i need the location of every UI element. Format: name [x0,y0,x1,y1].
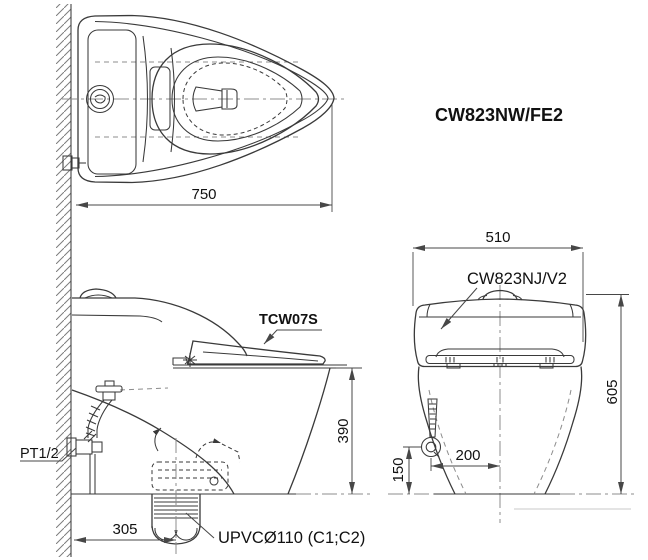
flush-button-top [85,84,115,114]
dimension-305: 305 [74,521,176,543]
dim-750-text: 750 [191,186,216,203]
tank-lid-top [87,29,137,175]
tank-callout: CW823NJ/V2 [440,270,567,330]
tank-leader-arrow [440,287,478,330]
dim-150-text: 150 [390,457,407,482]
inlet-arrow [152,427,162,452]
tank-outline-front [413,298,587,368]
seat-outline [151,43,320,155]
angle-valve-front [420,398,442,458]
seat-hinge-ticks [445,357,555,363]
trap-hidden-detail [151,427,241,491]
dimension-200: 200 [430,447,500,471]
dimension-390: 390 [335,367,362,494]
drain-callout: UPVCØ110 (C1;C2) [185,512,365,547]
dimension-510: 510 [412,229,584,342]
dim-390-text: 390 [335,418,352,443]
water-surface-dashed [182,62,288,136]
trap-bolt [209,476,219,486]
cistern-front [413,289,587,368]
supply-label: PT1/2 [20,446,59,462]
washlet-seat-front [425,348,575,369]
hinge-cross-mark [183,353,197,367]
supply-callout: PT1/2 [20,446,77,462]
tank-inlet-fitting [95,385,123,393]
drain-pipe [151,438,201,554]
washlet-seat-side [172,340,347,369]
bowl-rim [171,56,303,142]
tank-label: CW823NJ/V2 [467,270,567,288]
tank-corner-inner-lines [426,304,574,318]
hose-braid-ticks [85,405,101,437]
seat-callout: TCW07S [259,312,322,345]
drain-leader [185,512,215,539]
seat-label: TCW07S [259,312,318,328]
dim-510-extensions [412,252,584,342]
dim-200-text: 200 [455,447,480,464]
water-supply-side [66,380,123,494]
body-outline [77,14,335,184]
dimension-750: 750 [76,104,333,212]
wall-section [56,4,72,557]
hinge-side-curves [142,35,175,163]
bowl-front-slope [287,367,331,495]
wall-fixing-top [62,155,86,171]
supply-leader [20,447,77,462]
side-view: 305 390 TCW07S PT1/2 UPVCØ110 (C1;C2) [20,288,372,554]
flush-knob-side [79,288,117,299]
tank-bottom-hidden [119,387,169,391]
flush-knob-front [482,289,518,300]
wall-hatch [56,4,71,557]
nozzle [192,86,238,112]
dim-605-text: 605 [604,379,621,404]
seat-foot-right [539,362,554,369]
pedestal-front [417,366,583,495]
dim-510-text: 510 [485,229,510,246]
drain-label: UPVCØ110 (C1;C2) [218,529,365,547]
top-view: 750 [62,14,345,212]
cistern-profile [71,288,248,357]
angle-valve-side [66,430,103,494]
supply-drop-pipe [89,454,96,494]
dim-305-text: 305 [112,521,137,538]
body-inner-line [94,20,329,178]
dimension-605: 605 [586,294,629,494]
seat-foot-left [446,362,461,369]
front-view: 510 605 150 200 CW823NJ/V2 [388,229,634,523]
model-title: CW823NW/FE2 [435,105,563,125]
seat-leader-arrow [263,329,322,345]
dimension-150: 150 [390,446,421,494]
